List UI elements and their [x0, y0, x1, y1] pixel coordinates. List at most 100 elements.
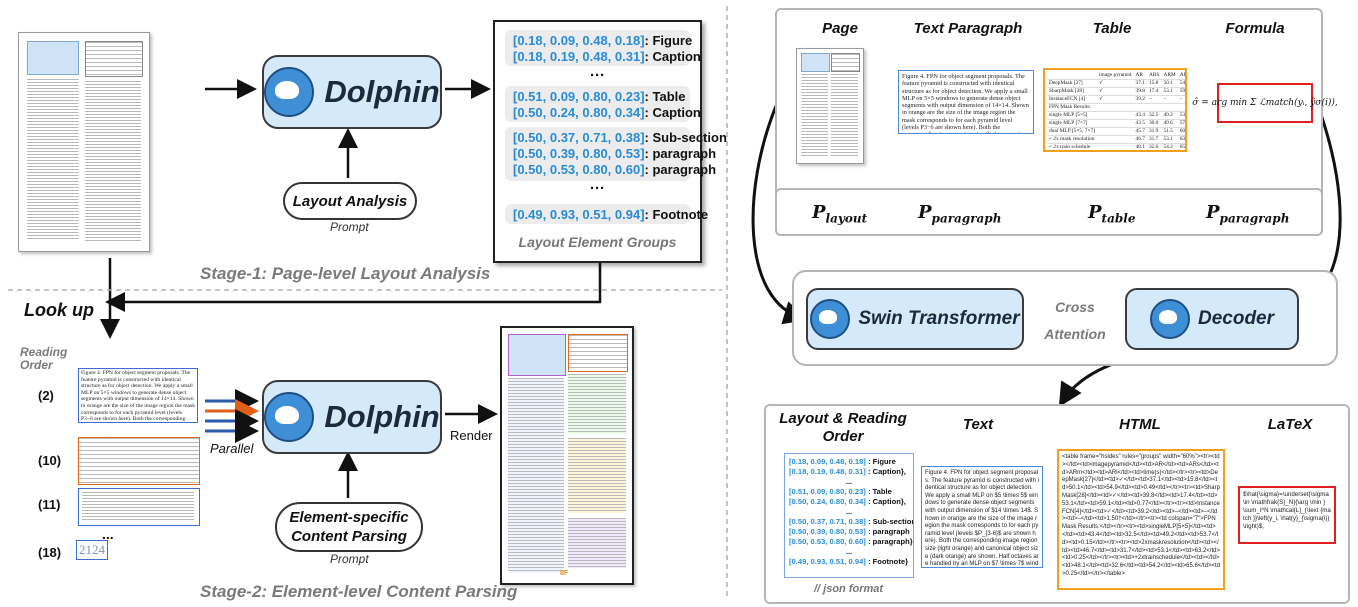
text-paragraph-content: Figure 4. FPN for object segment proposa…: [902, 73, 1029, 133]
json-row: [0.50, 0.37, 0.71, 0.38] : Sub-section: [789, 517, 914, 526]
prompt-label-1: Prompt: [330, 220, 369, 234]
ellipsis: ...: [102, 426, 114, 442]
table-sample-row: single MLP [7×7]43.530.049.657.80.19: [1047, 119, 1185, 128]
lookup-label: Look up: [24, 300, 94, 320]
table-sample-cell: [1097, 127, 1134, 136]
dolphin-label: Dolphin: [324, 74, 440, 109]
json-row: ...: [845, 477, 853, 486]
latex-output: $\hat{\sigma}=\underset{\sigma \in \math…: [1238, 486, 1336, 544]
table-sample-cell: [1047, 72, 1098, 80]
table-sample-cell: single MLP [7×7]: [1047, 119, 1098, 128]
dolphin-logo-icon: [264, 392, 315, 442]
header-page: Page: [822, 20, 858, 37]
dolphin-model-stage2: Dolphin: [262, 380, 442, 454]
table-sample-cell: 50.1: [1161, 79, 1178, 88]
table-sample-cell: 51.5: [1161, 127, 1178, 136]
render-right-col-2: [568, 438, 626, 513]
stage1-caption: Stage-1: Page-level Layout Analysis: [200, 264, 491, 283]
table-sample-cell: 57.8: [1177, 119, 1185, 128]
table-sample-cell: ARL: [1177, 72, 1185, 80]
table-sample-cell: 45.7: [1133, 127, 1147, 136]
table-sample-cell: [1097, 119, 1134, 128]
group-table: [0.51, 0.09, 0.80, 0.23]: Table [0.50, 0…: [505, 86, 701, 122]
table-sample-cell: 37.1: [1133, 79, 1147, 88]
table-sample-cell: 60.8: [1177, 127, 1185, 136]
table-sample-cell: ✓: [1097, 95, 1134, 104]
table-sample-cell: InstanceFCN [4]: [1047, 95, 1098, 104]
table-sample-cell: –: [1161, 95, 1178, 104]
parallel-label: Parallel: [210, 441, 254, 456]
json-row: [0.18, 0.19, 0.48, 0.31] : Caption},: [789, 467, 906, 476]
stage2-caption: Stage-2: Element-level Content Parsing: [200, 582, 518, 601]
text-output-content: Figure 4. FPN for object segment proposa…: [925, 470, 1039, 568]
formula-sample: σ̂ = arg min Σ ℒmatch(yᵢ, ŷσ(i)),: [1192, 83, 1338, 123]
header-text-paragraph: Text Paragraph: [913, 20, 1023, 37]
table-sample-cell: 39.2: [1133, 95, 1147, 104]
element-caption-crop: Figure 4. FPN for object segment proposa…: [78, 368, 198, 423]
table-sample-cell: dual MLP [5×5, 7×7]: [1047, 127, 1098, 136]
group-footnote: [0.49, 0.93, 0.51, 0.94]: Footnote: [505, 204, 708, 224]
table-sample-cell: 48.1: [1133, 143, 1147, 150]
table-sample-row: InstanceFCN [4]✓39.2–––1.50†: [1047, 95, 1185, 104]
table-sample-cell: 49.2: [1161, 111, 1178, 120]
element-caption-text: Figure 4. FPN for object segment proposa…: [81, 370, 196, 423]
table-sample-cell: [1161, 103, 1178, 112]
json-output: [0.18, 0.09, 0.48, 0.18] : Figure[0.18, …: [784, 453, 914, 578]
reading-order-title: Reading Order: [20, 345, 68, 372]
prompt-table: Ptable: [1088, 202, 1136, 226]
table-sample-cell: DeepMask [27]: [1047, 79, 1098, 88]
table-sample-cell: 53.1: [1161, 87, 1178, 96]
page-thumbnail: [796, 48, 864, 164]
json-row: [0.50, 0.53, 0.80, 0.60] : paragraph},: [789, 537, 914, 546]
header-formula: Formula: [1225, 20, 1285, 37]
json-format-note: // json format: [814, 583, 884, 595]
table-sample-cell: 43.4: [1133, 111, 1147, 120]
header-html: HTML: [1119, 416, 1161, 433]
table-sample-row: dual MLP [5×5, 7×7]45.731.951.560.80.24: [1047, 127, 1185, 136]
json-row: [0.18, 0.09, 0.48, 0.18] : Figure: [789, 457, 896, 466]
input-document-page: [18, 32, 150, 252]
render-table: [568, 334, 628, 372]
decoder: Decoder: [1125, 288, 1299, 350]
arrow-groups-lookup: [105, 262, 602, 312]
page-text-col-right: [85, 81, 141, 241]
page-thumb-table: [831, 53, 860, 72]
dolphin-model-stage1: Dolphin: [262, 55, 442, 129]
dolphin-logo-icon: [1149, 299, 1190, 339]
table-sample-cell: 31.7: [1146, 135, 1162, 144]
element-paragraph-crop: [78, 488, 200, 526]
json-row: [0.49, 0.93, 0.51, 0.94] : Footnote}: [789, 557, 909, 566]
render-right-col-1: [568, 374, 626, 434]
ellipsis: ···: [590, 67, 605, 84]
latex-output-content: $\hat{\sigma}=\underset{\sigma \in \math…: [1243, 491, 1331, 530]
header-latex: LaTeX: [1267, 416, 1313, 433]
group-section: [0.50, 0.37, 0.71, 0.38]: Sub-section [0…: [505, 127, 727, 181]
table-sample-cell: single MLP [5×5]: [1047, 111, 1098, 120]
order-2: (2): [38, 388, 54, 403]
table-sample-cell: 63.2: [1177, 135, 1185, 144]
order-18: (18): [38, 545, 62, 560]
prompt-layout: Playout: [812, 202, 868, 226]
table-sample-row: image pyramidARARSARMARLtime (s): [1047, 72, 1185, 80]
table-sample-cell: 15.8: [1146, 79, 1162, 88]
table-sample-cell: 17.4: [1146, 87, 1162, 96]
table-sample-cell: [1097, 143, 1134, 150]
table-sample-grid: image pyramidARARSARMARLtime (s)DeepMask…: [1047, 72, 1185, 150]
table-sample-cell: 65.6: [1177, 143, 1185, 150]
table-sample-cell: 43.5: [1133, 119, 1147, 128]
table-sample-cell: 30.0: [1146, 119, 1162, 128]
prompt-paragraph-2: Pparagraph: [1206, 202, 1290, 226]
render-right-col-3: [568, 518, 626, 568]
table-sample-cell: 59.1: [1177, 87, 1185, 96]
html-output: <table frame="hsides" rules="groups" wid…: [1057, 449, 1225, 590]
encoder-label: Swin Transformer: [858, 308, 1020, 329]
table-sample-cell: 39.8: [1133, 87, 1147, 96]
table-sample-row: single MLP [5×5]43.432.549.253.70.15: [1047, 111, 1185, 120]
table-sample-cell: 32.5: [1146, 111, 1162, 120]
html-output-content: <table frame="hsides" rules="groups" wid…: [1062, 454, 1220, 577]
prompt-element-parsing: Element-specific Content Parsing: [275, 502, 423, 552]
cross-attention-label: Cross Attention: [1044, 299, 1106, 342]
json-row: ...: [845, 547, 853, 556]
table-sample-cell: [1097, 103, 1134, 112]
